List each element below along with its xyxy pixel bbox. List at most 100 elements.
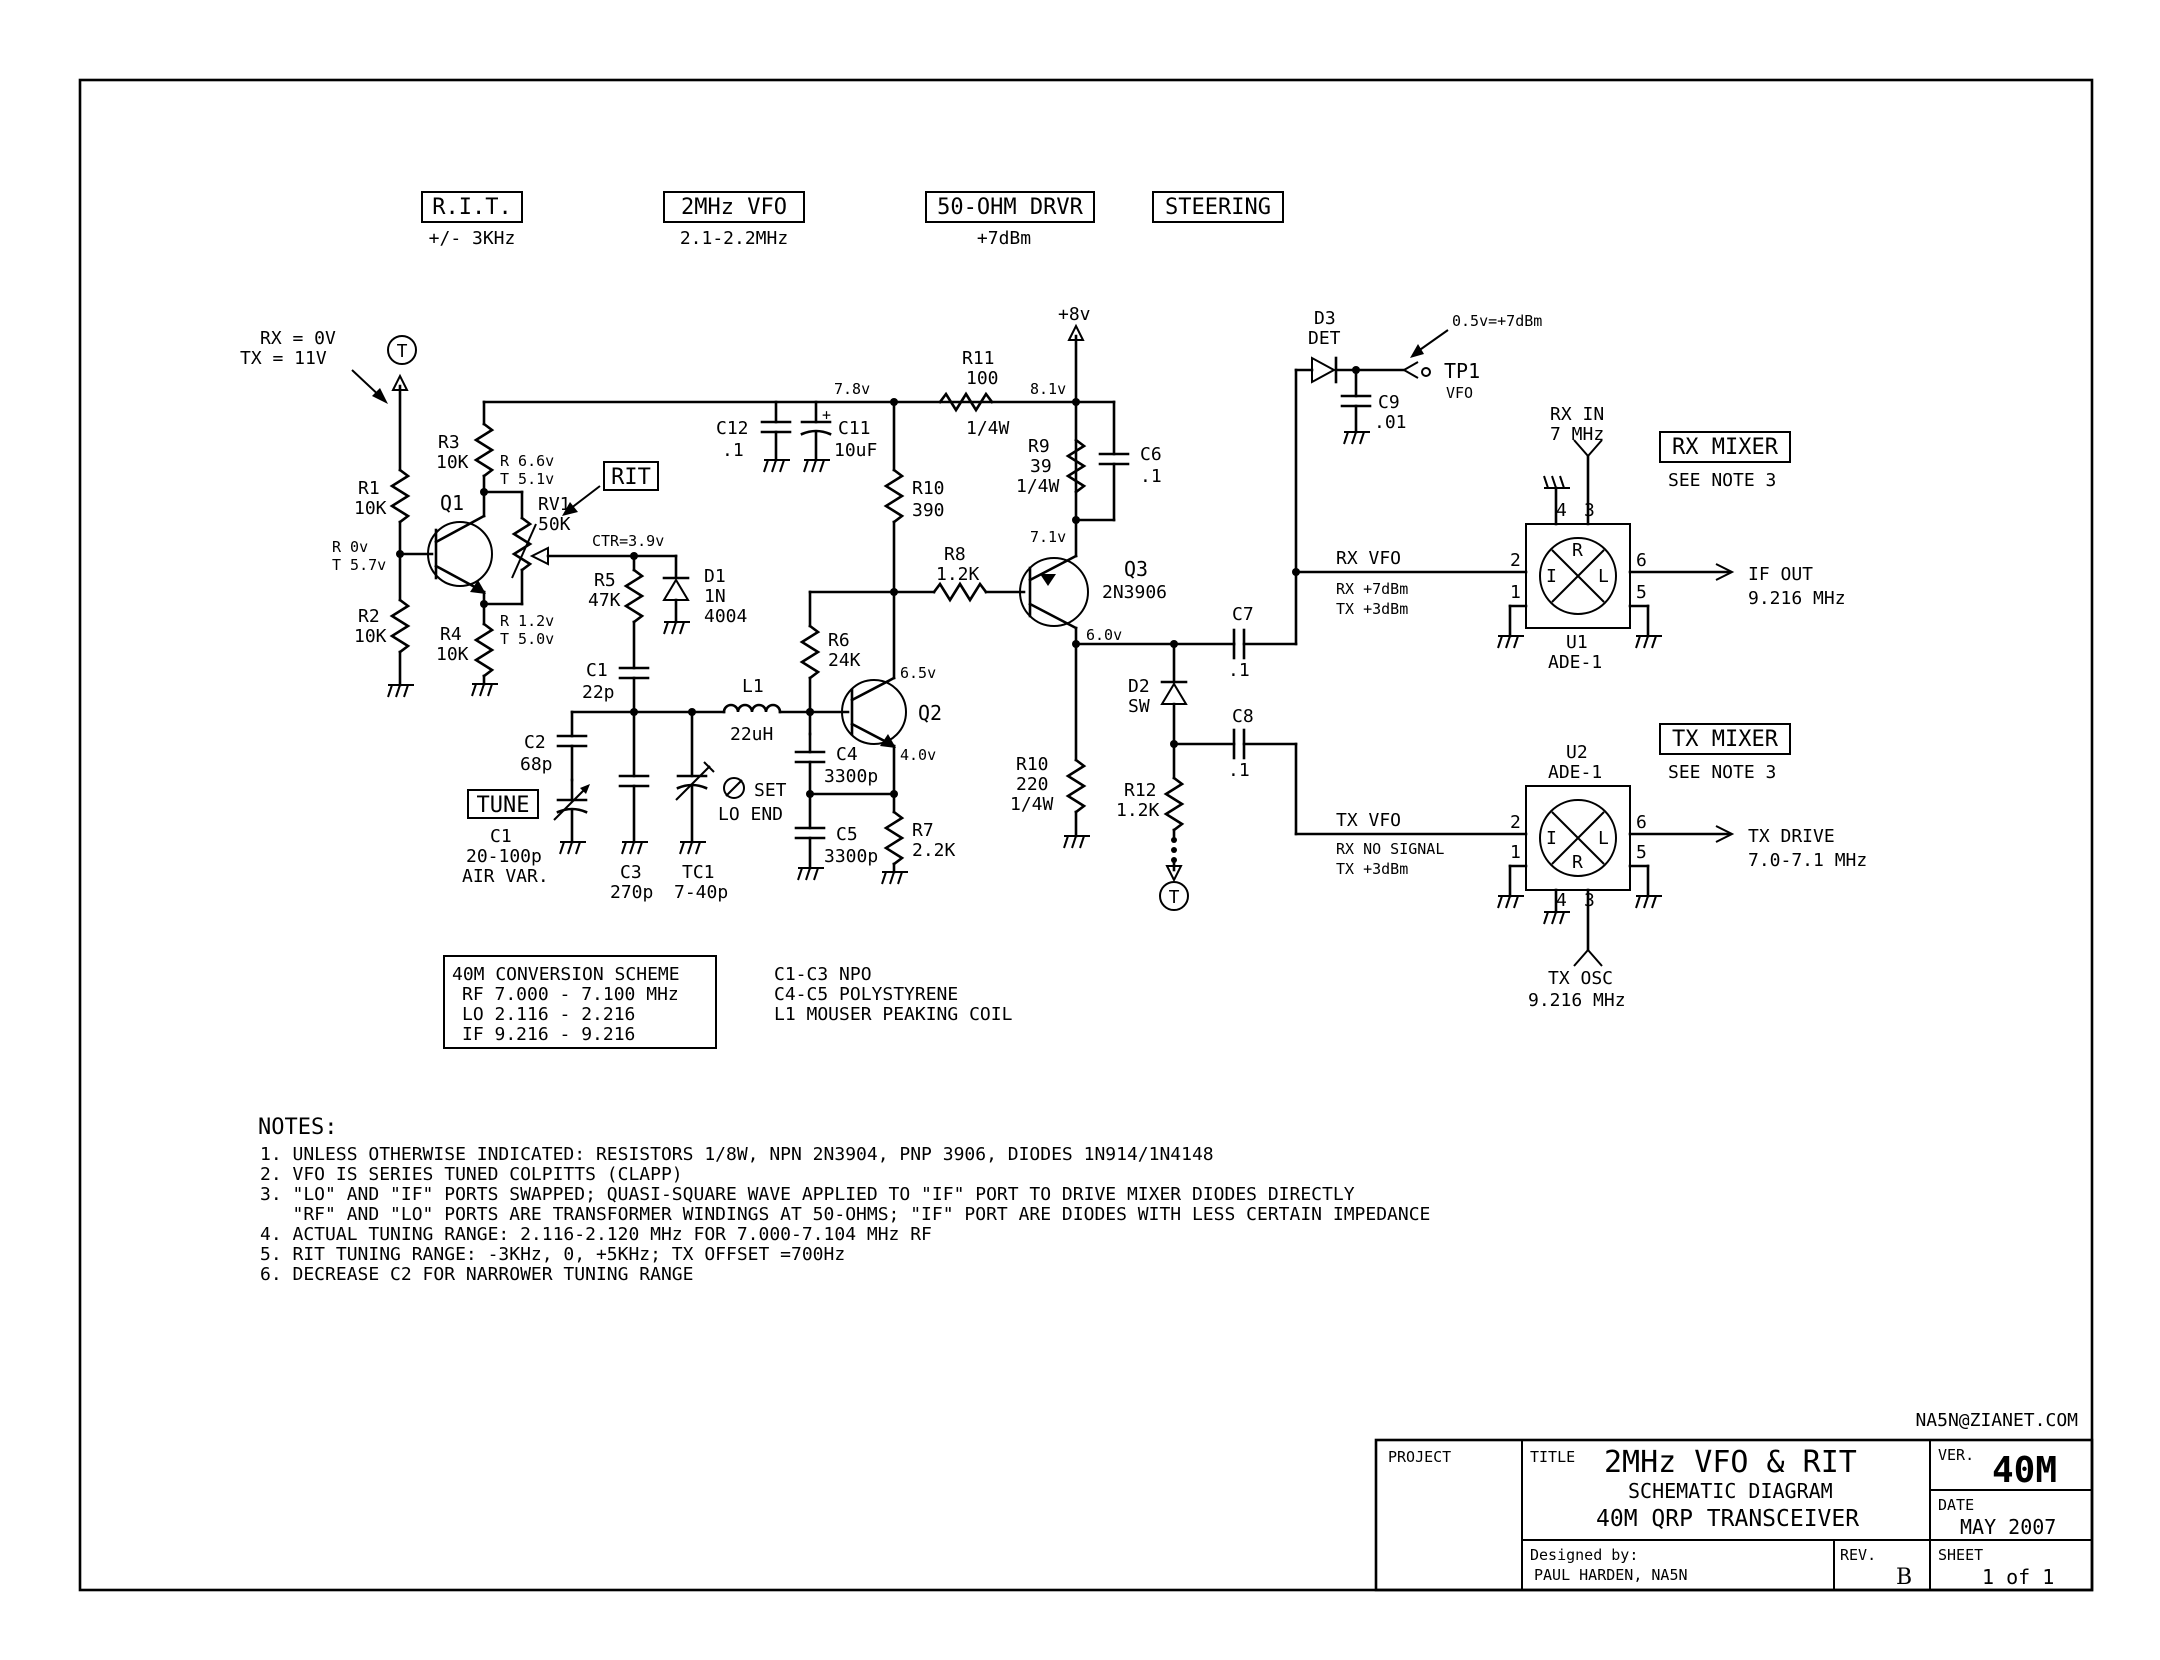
svg-text:"RF" AND "LO" PORTS ARE TRANSF: "RF" AND "LO" PORTS ARE TRANSFORMER WIND… (260, 1204, 1430, 1225)
svg-text:4004: 4004 (704, 606, 747, 627)
svg-text:5: 5 (1636, 582, 1647, 603)
svg-text:1.2K: 1.2K (1116, 800, 1160, 821)
svg-text:7.0-7.1 MHz: 7.0-7.1 MHz (1748, 850, 1867, 871)
svg-text:SHEET: SHEET (1938, 1546, 1983, 1564)
svg-text:D2: D2 (1128, 676, 1150, 697)
notes-section: NOTES: 1. UNLESS OTHERWISE INDICATED: RE… (258, 1115, 1430, 1285)
header-vfo: 2MHz VFO (681, 195, 787, 220)
sheet-border (78, 78, 2094, 1592)
svg-text:TX OSC: TX OSC (1548, 968, 1613, 989)
svg-text:R11: R11 (962, 348, 995, 369)
svg-text:22uH: 22uH (730, 724, 773, 745)
svg-text:4.0v: 4.0v (900, 746, 936, 764)
supply-rail: 7.8v C12 .1 + C11 10uF R11 100 1/4W 8.1v… (482, 304, 1162, 546)
svg-text:C4-C5 POLYSTYRENE: C4-C5 POLYSTYRENE (774, 984, 958, 1005)
svg-text:C11: C11 (838, 418, 871, 439)
svg-text:+: + (822, 406, 831, 424)
svg-text:.1: .1 (1228, 660, 1250, 681)
svg-text:10K: 10K (354, 626, 387, 647)
svg-text:R 1.2v: R 1.2v (500, 612, 554, 630)
q1-label: Q1 (440, 491, 464, 515)
svg-text:270p: 270p (610, 882, 653, 903)
svg-text:RX IN: RX IN (1550, 404, 1604, 425)
svg-text:R10: R10 (1016, 754, 1049, 775)
svg-text:50K: 50K (538, 514, 571, 535)
svg-text:R: R (1572, 852, 1583, 873)
svg-text:39: 39 (1030, 456, 1052, 477)
svg-text:47K: 47K (588, 590, 621, 611)
svg-text:6: 6 (1636, 550, 1647, 571)
q3-label: Q3 (1124, 557, 1148, 581)
svg-text:TX = 11V: TX = 11V (240, 348, 327, 369)
svg-text:VER.: VER. (1938, 1446, 1974, 1464)
svg-text:68p: 68p (520, 754, 553, 775)
section-headers: R.I.T. +/- 3KHz 2MHz VFO 2.1-2.2MHz 50-O… (421, 191, 1284, 249)
svg-text:5: 5 (1636, 842, 1647, 863)
svg-text:9.216 MHz: 9.216 MHz (1748, 588, 1846, 609)
tx-mixer-title: TX MIXER (1672, 727, 1779, 752)
svg-text:LO END: LO END (718, 804, 783, 825)
svg-text:1/4W: 1/4W (1010, 794, 1054, 815)
svg-text:100: 100 (966, 368, 999, 389)
svg-text:10K: 10K (436, 644, 469, 665)
version-value: 40M (1992, 1450, 2057, 1491)
svg-text:3300p: 3300p (824, 766, 878, 787)
svg-text:1. UNLESS OTHERWISE INDICATED:: 1. UNLESS OTHERWISE INDICATED: RESISTORS… (260, 1144, 1214, 1165)
svg-text:R7: R7 (912, 820, 934, 841)
tuning-tank: C1 22p L1 22uH C2 68p TUNE C1 20-100p AI… (462, 660, 814, 903)
svg-text:I: I (1546, 566, 1557, 587)
svg-text:2: 2 (1510, 812, 1521, 833)
svg-text:220: 220 (1016, 774, 1049, 795)
svg-text:C1: C1 (586, 660, 608, 681)
svg-text:RF 7.000 - 7.100 MHz: RF 7.000 - 7.100 MHz (462, 984, 679, 1005)
svg-text:RV1: RV1 (538, 494, 571, 515)
svg-text:DATE: DATE (1938, 1496, 1974, 1514)
svg-text:6: 6 (1636, 812, 1647, 833)
steering-network: C7 .1 D3 DET C9 .01 TP1 VFO 0.5v=+7dBm (1116, 308, 1542, 911)
conversion-scheme-box: 40M CONVERSION SCHEME RF 7.000 - 7.100 M… (443, 955, 717, 1049)
svg-text:R1: R1 (358, 478, 380, 499)
svg-text:R5: R5 (594, 570, 616, 591)
svg-text:Designed by:: Designed by: (1530, 1546, 1638, 1564)
svg-text:C2: C2 (524, 732, 546, 753)
svg-text:SCHEMATIC DIAGRAM: SCHEMATIC DIAGRAM (1628, 1479, 1833, 1503)
svg-text:ADE-1: ADE-1 (1548, 762, 1602, 783)
svg-text:MAY 2007: MAY 2007 (1960, 1515, 2056, 1539)
svg-text:C8: C8 (1232, 706, 1254, 727)
oscillator-q2: R10 390 R8 1.2K R6 24K Q2 6.5v 4.0v (794, 400, 1026, 885)
svg-text:TX DRIVE: TX DRIVE (1748, 826, 1835, 847)
svg-text:I: I (1546, 828, 1557, 849)
svg-text:3: 3 (1584, 500, 1595, 521)
svg-text:2N3906: 2N3906 (1102, 582, 1167, 603)
svg-text:.1: .1 (1228, 760, 1250, 781)
svg-text:CTR=3.9v: CTR=3.9v (592, 532, 664, 550)
svg-text:3300p: 3300p (824, 846, 878, 867)
svg-text:7-40p: 7-40p (674, 882, 728, 903)
q1-rit-network: Q1 R3 10K R 6.6v T 5.1v R4 10K R 1.2v T … (398, 400, 747, 697)
drawing-title: 2MHz VFO & RIT (1604, 1445, 1857, 1480)
svg-text:SEE NOTE 3: SEE NOTE 3 (1668, 762, 1776, 783)
driver-q3: Q3 2N3906 6.0v R10 220 1/4W (1010, 518, 1236, 849)
svg-text:1 of 1: 1 of 1 (1982, 1565, 2054, 1589)
rit-tag: RIT (611, 465, 651, 490)
svg-text:R 0v: R 0v (332, 538, 368, 556)
svg-text:20-100p: 20-100p (466, 846, 542, 867)
svg-text:C7: C7 (1232, 604, 1254, 625)
svg-text:TX +3dBm: TX +3dBm (1336, 600, 1408, 618)
svg-text:T: T (1169, 887, 1180, 908)
notes-title: NOTES: (258, 1115, 337, 1140)
svg-text:24K: 24K (828, 650, 861, 671)
svg-text:6.5v: 6.5v (900, 664, 936, 682)
svg-text:.01: .01 (1374, 412, 1407, 433)
svg-text:SET: SET (754, 780, 787, 801)
svg-text:R3: R3 (438, 432, 460, 453)
svg-text:40M QRP TRANSCEIVER: 40M QRP TRANSCEIVER (1596, 1506, 1859, 1532)
svg-text:C3: C3 (620, 862, 642, 883)
svg-text:R2: R2 (358, 606, 380, 627)
svg-text:LO 2.116 - 2.216: LO 2.116 - 2.216 (462, 1004, 635, 1025)
rx-mixer: RX VFO RX +7dBm TX +3dBm R I L 2 1 6 5 4… (1336, 404, 1846, 673)
svg-text:C12: C12 (716, 418, 749, 439)
svg-text:NA5N@ZIANET.COM: NA5N@ZIANET.COM (1915, 1410, 2078, 1431)
svg-text:C9: C9 (1378, 392, 1400, 413)
